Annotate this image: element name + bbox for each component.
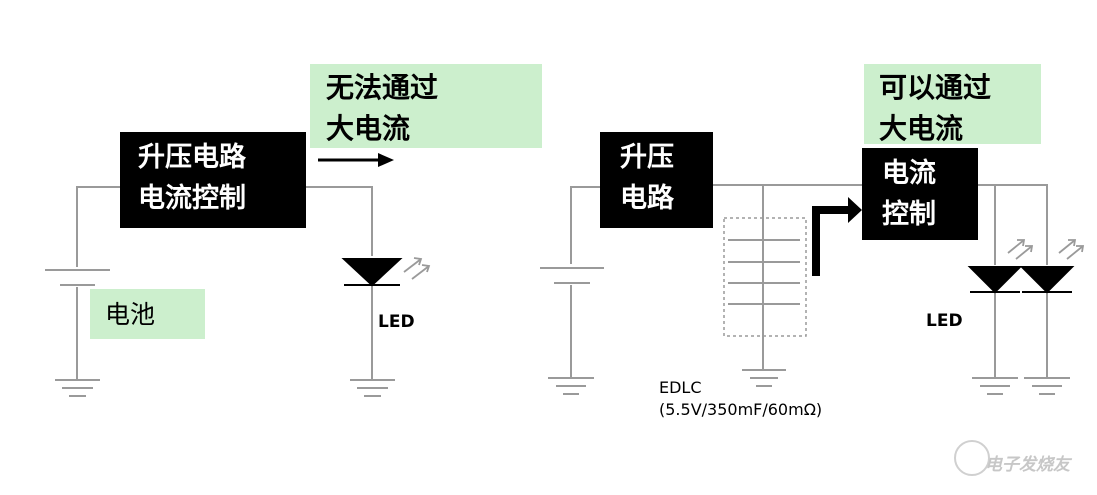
right-battery-wire [570, 186, 600, 264]
left-led-label: LED [378, 312, 415, 332]
watermark-logo-icon [954, 440, 990, 476]
left-battery-wire [76, 186, 120, 267]
right-led-diode-1 [967, 266, 1023, 294]
battery-label: 电池 [90, 289, 205, 339]
boost-current-control-box: 升压电路 电流控制 [120, 132, 306, 228]
watermark-text: 电子发烧友 [985, 455, 1070, 475]
can-pass-large-current-note: 可以通过 大电流 [864, 64, 1041, 145]
boost-circuit-box: 升压 电路 [600, 132, 713, 228]
right-led-light-arrows [1007, 239, 1085, 260]
left-led-light-arrows [403, 257, 431, 280]
right-led-label: LED [926, 311, 963, 331]
edlc-enclosure [723, 217, 807, 337]
right-led-diode-2 [1019, 266, 1075, 294]
left-current-arrow [318, 153, 394, 167]
current-control-box: 电流 控制 [862, 148, 978, 240]
edlc-label: EDLC (5.5V/350mF/60mΩ) [659, 378, 823, 419]
right-current-arrow [812, 197, 862, 276]
left-led-diode [341, 258, 403, 287]
cannot-pass-large-current-note: 无法通过 大电流 [310, 64, 542, 148]
left-led-wire [306, 186, 373, 256]
right-led-bus [978, 184, 1048, 265]
